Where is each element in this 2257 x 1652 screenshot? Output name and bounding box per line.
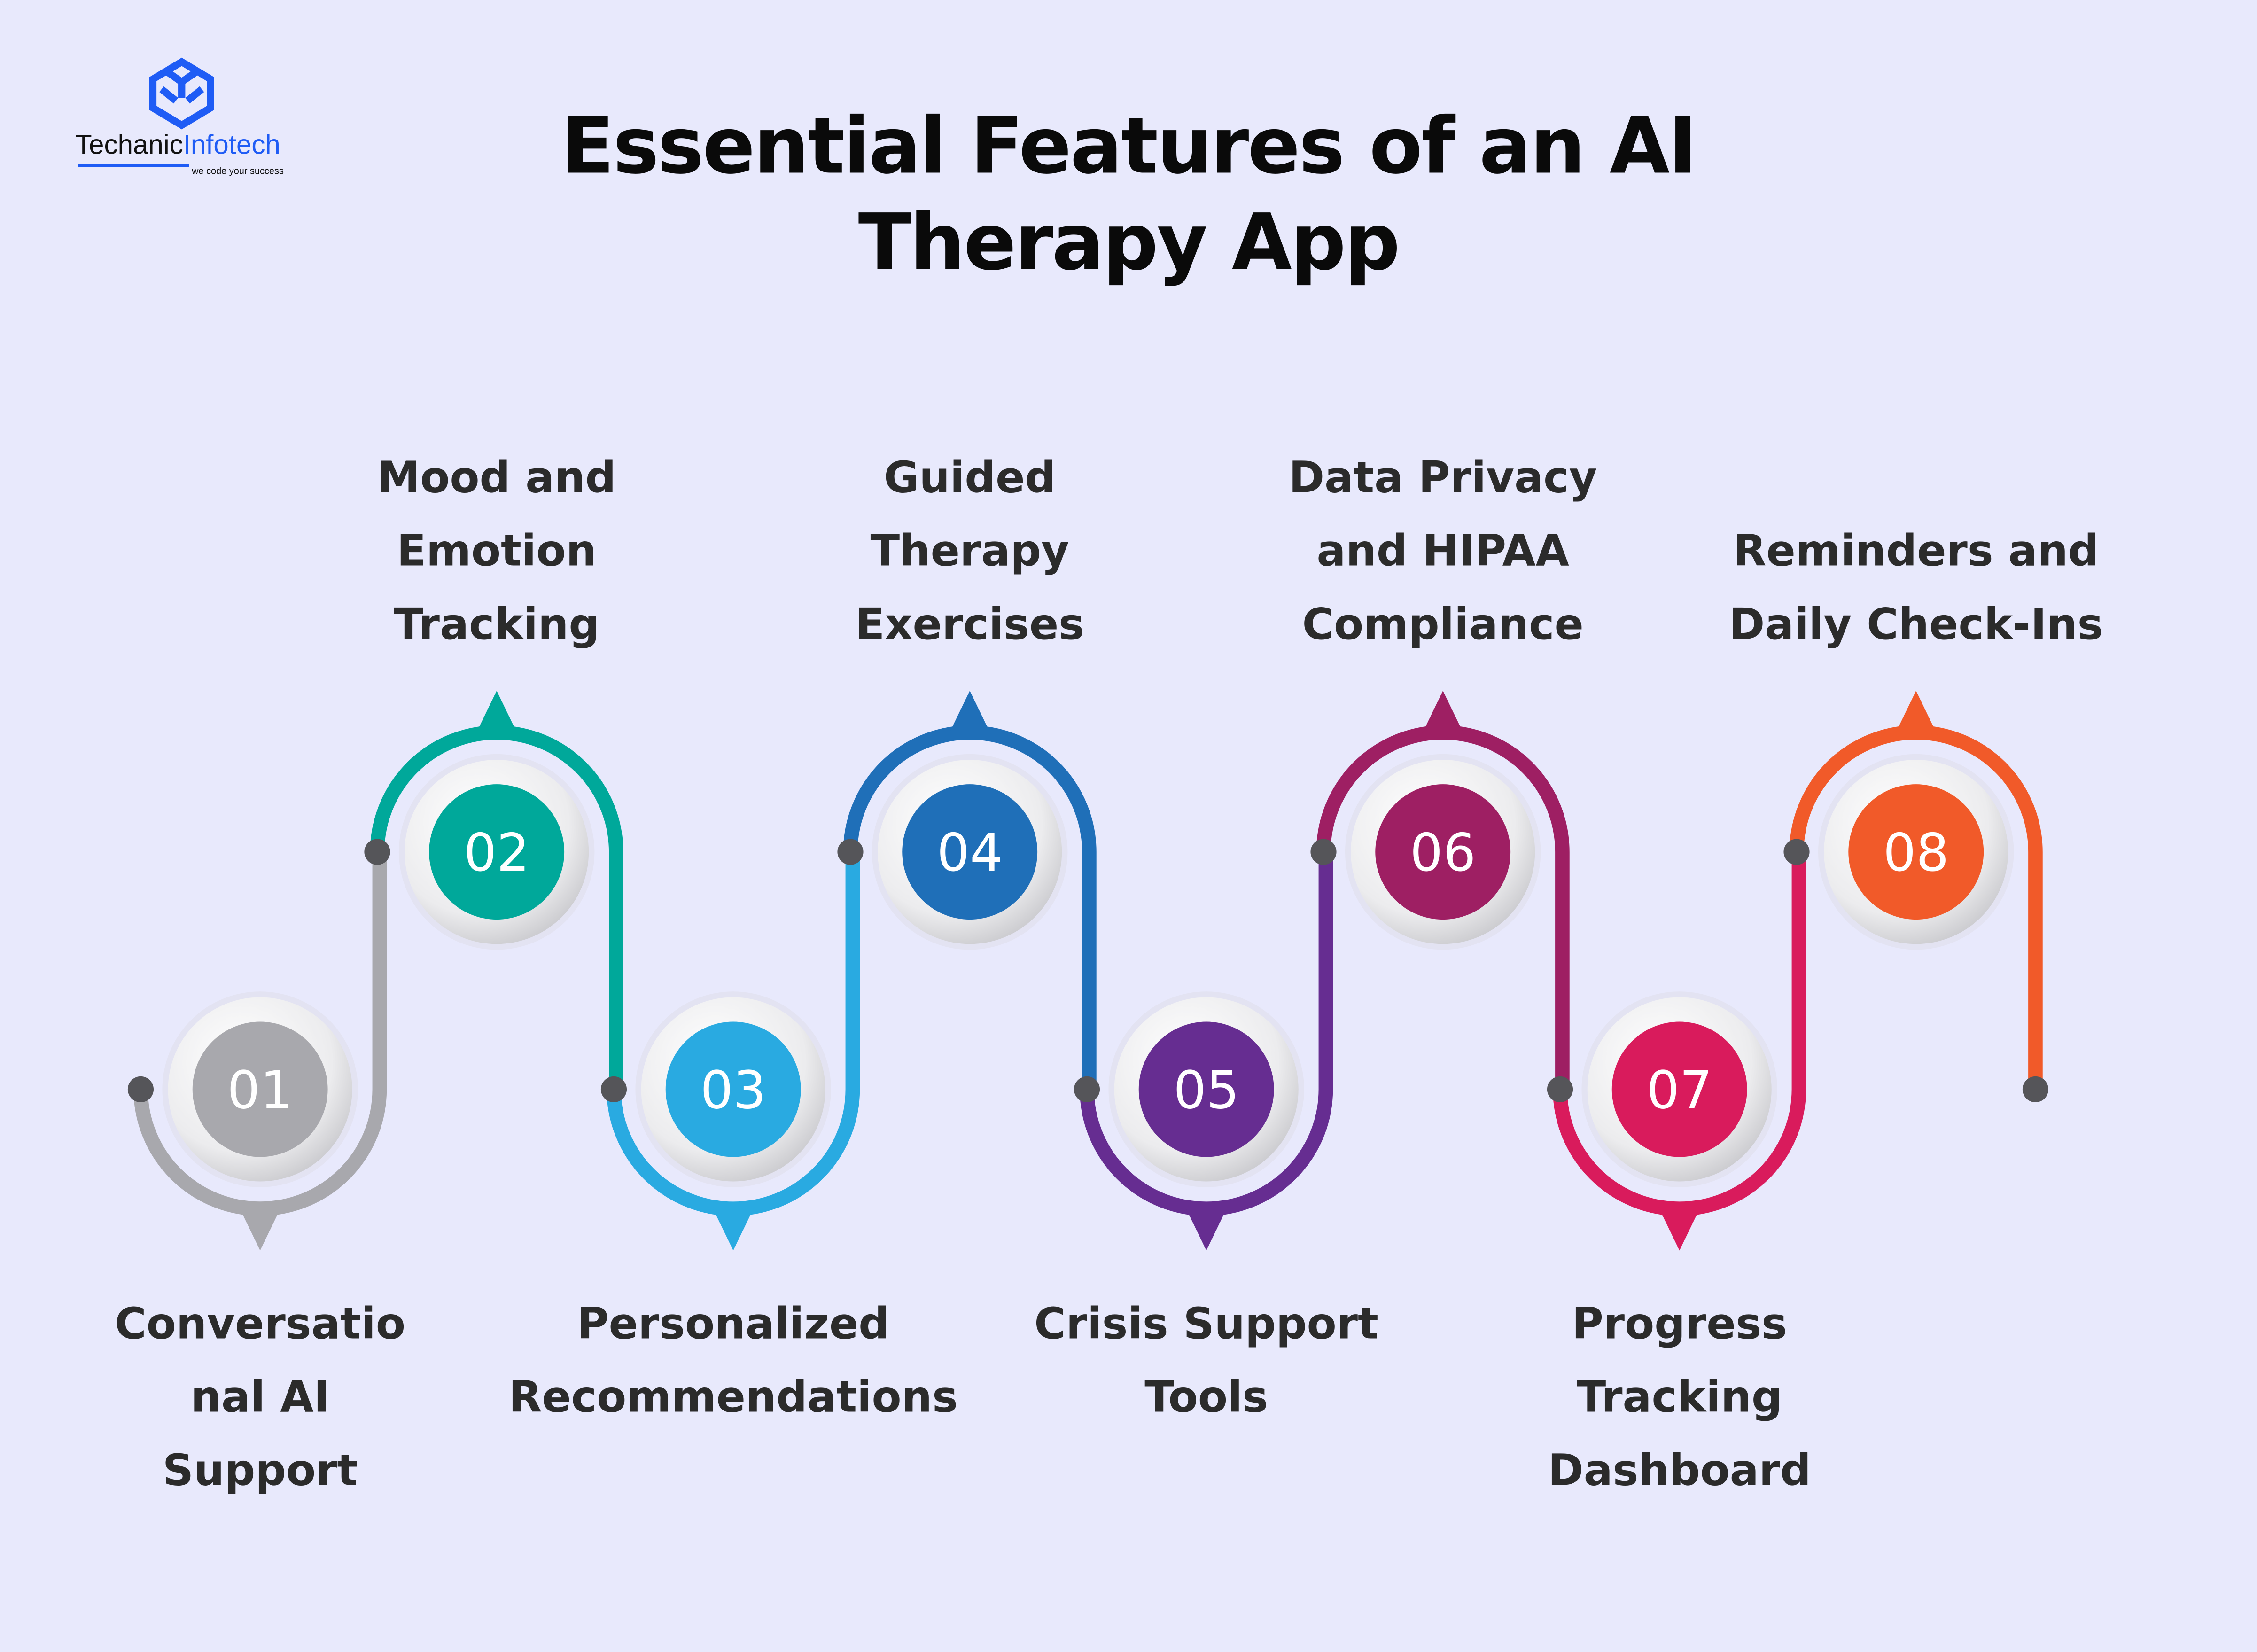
connector-dot [364,839,390,865]
feature-label: Conversatio nal AI Support [115,1298,405,1495]
badge-number: 03 [700,1060,766,1121]
logo: TechanicInfotech we code your success [75,57,284,177]
badge-number: 01 [227,1060,293,1121]
feature-label-line: Exercises [856,599,1084,649]
feature-label-line: Tools [1144,1372,1268,1422]
number-badge: 05 [1108,991,1304,1187]
number-badge: 01 [162,991,358,1187]
pointer-icon [1184,1206,1228,1251]
number-badge: 02 [398,754,595,950]
page-title-line1: Essential Features of an AI [561,101,1696,192]
number-badge: 06 [1345,754,1541,950]
pointer-icon [1658,1206,1701,1251]
feature-label-line: Compliance [1302,599,1584,649]
connector-dot [1310,839,1337,865]
feature-step-03 [607,852,860,1251]
feature-label-line: and HIPAA [1317,526,1569,576]
feature-label-line: Dashboard [1548,1445,1811,1496]
feature-step-02 [370,691,623,1090]
feature-label-line: Support [163,1445,358,1496]
feature-label-line: Reminders and [1733,526,2099,576]
feature-label-line: Tracking [394,599,599,649]
pointer-icon [1421,691,1465,736]
feature-label-line: Data Privacy [1289,452,1597,502]
logo-name-part1: Techanic [75,130,183,160]
timeline-path [133,691,2043,1251]
logo-name: TechanicInfotech [75,130,280,160]
pointer-icon [711,1206,755,1251]
feature-label-line: Mood and [377,452,616,502]
badge-number: 04 [937,823,1003,883]
feature-label-line: Conversatio [115,1298,405,1348]
badge-fill [1375,784,1511,920]
timeline-nodes: 01 02 03 04 05 06 07 08 [162,754,2014,1187]
connector-dot [1074,1076,1100,1103]
badge-fill [665,1021,801,1157]
feature-step-04 [843,691,1097,1090]
feature-label-line: Therapy [871,526,1069,576]
pointer-icon [475,691,519,736]
connector-dot [600,1076,627,1103]
feature-step-08 [1789,691,2043,1090]
connector-dot [1547,1076,1573,1103]
pointer-icon [948,691,992,736]
badge-fill [902,784,1038,920]
connector-dot [2022,1076,2048,1103]
badge-number: 02 [464,823,529,883]
number-badge: 04 [872,754,1068,950]
logo-name-part2: Infotech [183,130,280,160]
logo-cube-icon [149,57,214,130]
feature-step-01 [133,852,387,1251]
number-badge: 07 [1581,991,1777,1187]
connector-dot [837,839,864,865]
connector-dot [127,1076,154,1103]
badge-number: 06 [1410,823,1476,883]
connector-dot [1783,839,1810,865]
pointer-icon [238,1206,282,1251]
feature-step-05 [1080,852,1333,1251]
feature-label-line: Progress [1572,1298,1787,1348]
badge-number: 07 [1647,1060,1712,1121]
feature-label-line: Personalized [577,1298,889,1348]
badge-fill [1611,1021,1747,1157]
timeline-dots [127,839,2048,1103]
badge-fill [192,1021,328,1157]
feature-label-line: Recommendations [509,1372,958,1422]
feature-label-line: Daily Check-Ins [1729,599,2103,649]
feature-label-line: Crisis Support [1034,1298,1378,1348]
badge-number: 08 [1883,823,1949,883]
badge-fill [1848,784,1984,920]
badge-fill [1138,1021,1274,1157]
page-title-line2: Therapy App [858,197,1399,288]
feature-step-06 [1316,691,1570,1090]
feature-label: Data Privacy and HIPAA Compliance [1289,452,1597,649]
badge-number: 05 [1174,1060,1239,1121]
badge-fill [429,784,565,920]
number-badge: 03 [635,991,831,1187]
logo-tagline: we code your success [191,166,284,177]
logo-underline [78,164,189,167]
feature-label-line: Guided [884,452,1056,502]
number-badge: 08 [1818,754,2014,950]
feature-label-line: Tracking [1577,1372,1782,1422]
pointer-icon [1894,691,1938,736]
feature-label-line: Emotion [397,526,597,576]
feature-label-line: nal AI [191,1372,330,1422]
feature-step-07 [1553,852,1806,1251]
